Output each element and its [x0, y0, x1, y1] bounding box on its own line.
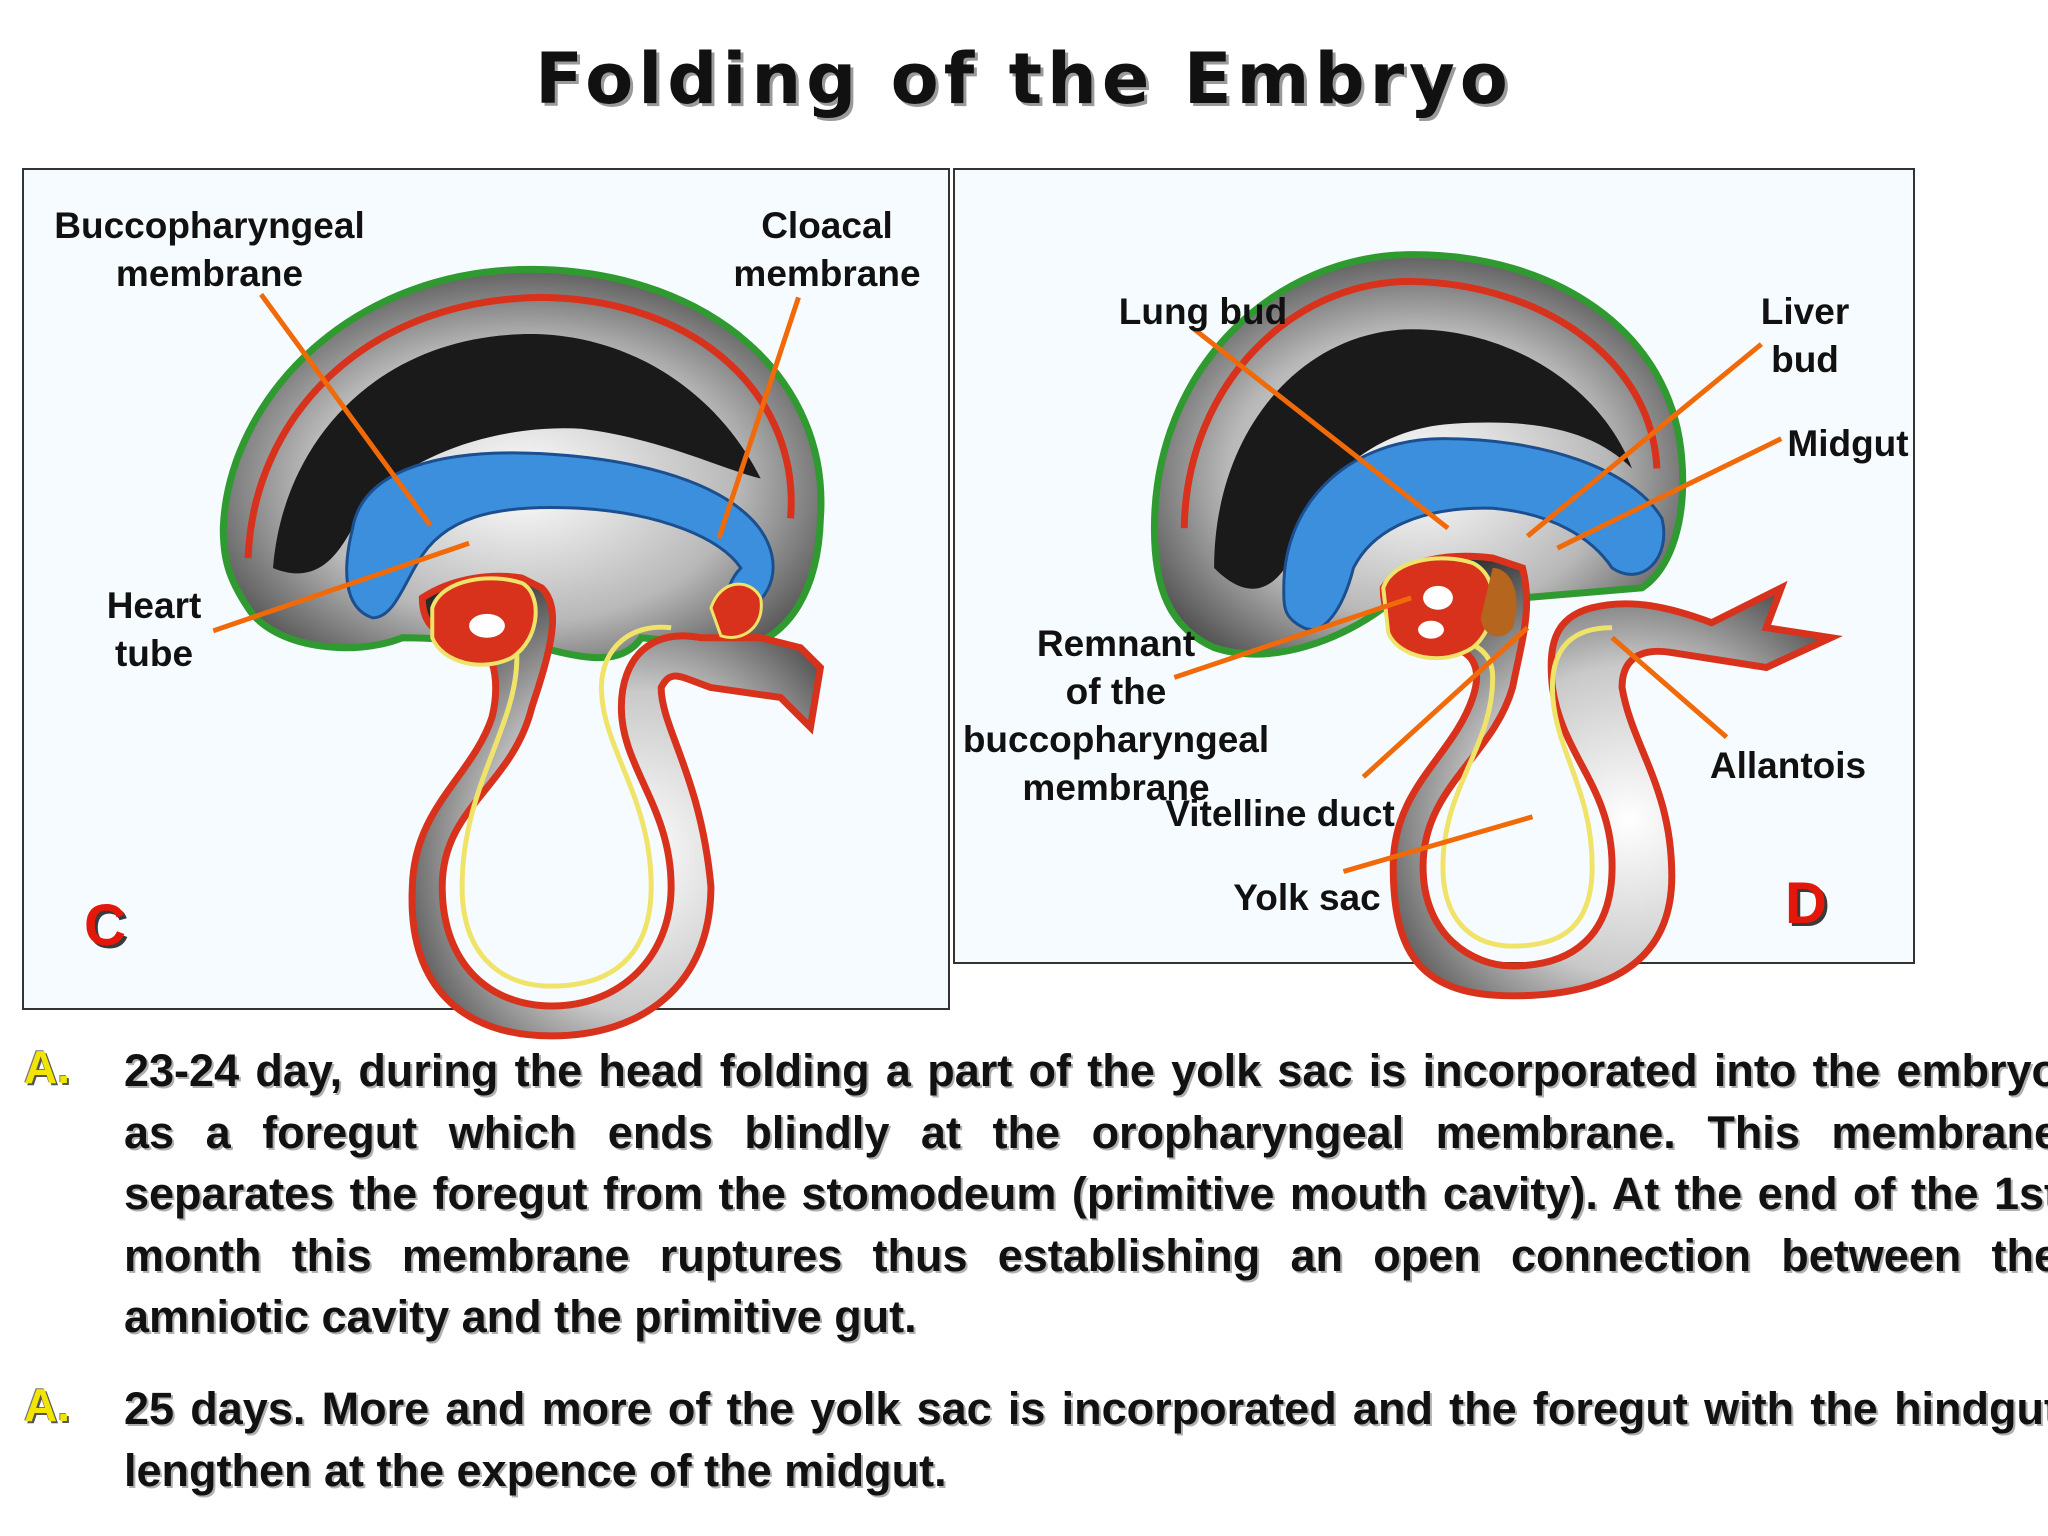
label-line: tube [114, 633, 194, 674]
label-cloacal-membrane: Cloacal membrane [722, 202, 932, 298]
neural-tube-c [345, 451, 775, 620]
bullet-marker: A. [24, 1379, 70, 1431]
pointer-lines-c [212, 292, 801, 634]
embryo-illustration-d [1150, 251, 1843, 1000]
label-heart-tube: Heart tube [94, 582, 214, 678]
slide-title: Folding of the Embryo [535, 38, 1513, 120]
label-liver-bud: Liver bud [1745, 288, 1865, 384]
paragraph-text: 23-24 day, during the head folding a par… [124, 1045, 2048, 1342]
label-lung-bud: Lung bud [1118, 291, 1288, 332]
label-yolk-sac: Yolk sac [1233, 877, 1381, 918]
label-line: of the [1065, 671, 1167, 712]
label-line: Liver [1760, 291, 1850, 332]
gut-tube-d [1379, 552, 1843, 1000]
label-vitelline-duct: Vitelline duct [1165, 793, 1395, 834]
panel-letter-c: C [84, 893, 126, 958]
label-buccopharyngeal-membrane: Buccopharyngeal membrane [42, 202, 377, 298]
label-line: buccopharyngeal [962, 719, 1270, 760]
label-midgut: Midgut [1787, 423, 1909, 464]
label-line: bud [1771, 339, 1839, 380]
panel-c: Buccopharyngeal membrane Cloacal membran… [22, 168, 950, 1040]
pointer-lines-d [1173, 327, 1783, 874]
panel-d: Lung bud Liver bud Midgut Remnant of the… [953, 168, 1915, 1000]
liver-bud-d [1480, 567, 1517, 637]
label-line: Remnant [1036, 623, 1196, 664]
paragraph-text: 25 days. More and more of the yolk sac i… [124, 1383, 2048, 1496]
bullet-marker: A. [24, 1041, 70, 1093]
label-line: membrane [115, 253, 304, 294]
label-line: Heart [106, 585, 202, 626]
label-line: membrane [733, 253, 921, 294]
neural-tube-d [1282, 437, 1666, 631]
label-line: membrane [1022, 767, 1210, 808]
label-allantois: Allantois [1709, 745, 1867, 786]
label-line: Cloacal [761, 205, 893, 246]
panel-letter-d: D [1785, 871, 1827, 936]
label-remnant-buccopharyngeal: Remnant of the buccopharyngeal membrane [955, 620, 1277, 812]
embryo-illustration-c [212, 266, 825, 1040]
label-line: Buccopharyngeal [54, 205, 365, 246]
